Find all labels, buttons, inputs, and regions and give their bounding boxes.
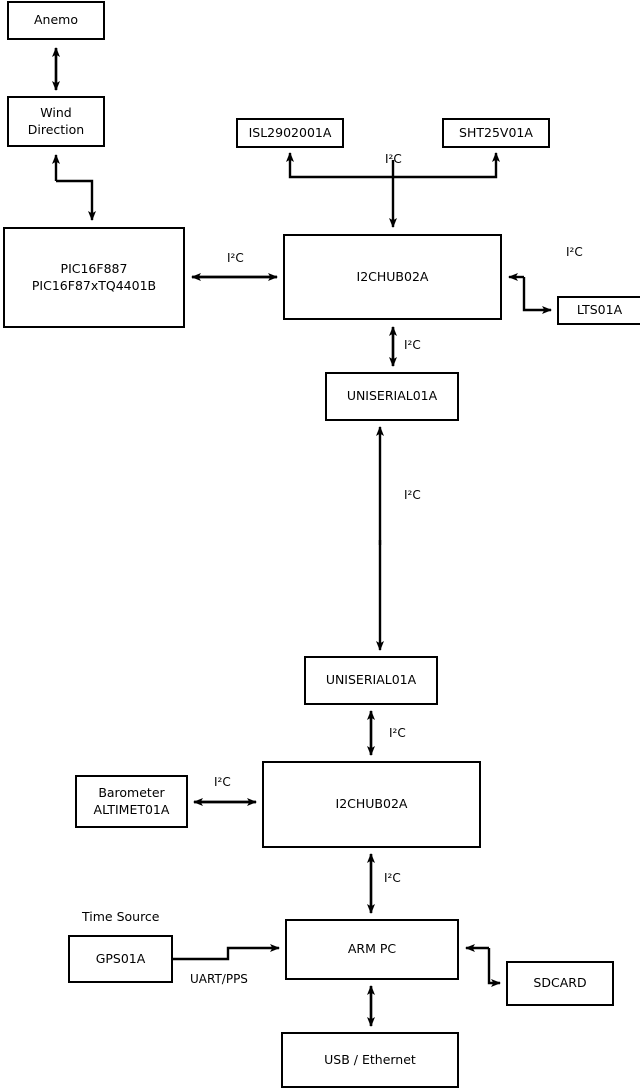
connector-hub-sht: [393, 152, 500, 179]
label-time-source: Time Source: [82, 909, 160, 924]
connector-gps-arm: [173, 944, 280, 961]
node-arm-pc-label: ARM PC: [347, 941, 397, 957]
node-sdcard[interactable]: SDCARD: [506, 961, 614, 1006]
edge-label-hub-arm: I²C: [384, 871, 401, 885]
node-uniserial01a-bottom-label: UNISERIAL01A: [325, 672, 417, 688]
node-uniserial01a-top-label: UNISERIAL01A: [346, 388, 438, 404]
connector-wind-pic: [56, 179, 96, 221]
node-barometer-label: Barometer ALTIMET01A: [93, 784, 170, 817]
node-pic[interactable]: PIC16F887 PIC16F87xTQ4401B: [3, 227, 185, 328]
node-sht25v01a[interactable]: SHT25V01A: [442, 118, 550, 148]
node-anemo[interactable]: Anemo: [7, 1, 105, 40]
node-wind-direction-label: Wind Direction: [27, 104, 85, 137]
edge-label-uniserial-link: I²C: [404, 488, 421, 502]
node-lts01a[interactable]: LTS01A: [557, 296, 640, 325]
edge-label-uniserial-bottom-hub: I²C: [389, 726, 406, 740]
node-lts01a-label: LTS01A: [576, 302, 623, 318]
node-i2chub02a-top-label: I2CHUB02A: [356, 268, 429, 284]
connector-hub-lts: [522, 277, 552, 314]
node-barometer[interactable]: Barometer ALTIMET01A: [75, 775, 188, 828]
node-usb-ethernet-label: USB / Ethernet: [324, 1051, 416, 1067]
edge-label-hub-uniserial-top: I²C: [404, 338, 421, 352]
node-isl2902001a[interactable]: ISL2902001A: [236, 118, 344, 148]
node-gps01a-label: GPS01A: [95, 950, 146, 966]
edge-label-gps-arm: UART/PPS: [190, 972, 248, 986]
node-pic-label: PIC16F887 PIC16F87xTQ4401B: [31, 260, 157, 293]
connector-hub-isl: [286, 152, 393, 179]
edge-label-barometer-hub: I²C: [214, 775, 231, 789]
node-uniserial01a-bottom[interactable]: UNISERIAL01A: [304, 656, 438, 705]
node-arm-pc[interactable]: ARM PC: [285, 919, 459, 980]
edge-label-isl-sht-bus: I²C: [385, 152, 402, 166]
edge-label-hub-lts: I²C: [566, 245, 583, 259]
node-sht25v01a-label: SHT25V01A: [459, 124, 533, 140]
node-uniserial01a-top[interactable]: UNISERIAL01A: [325, 372, 459, 421]
node-usb-ethernet[interactable]: USB / Ethernet: [281, 1032, 459, 1088]
node-i2chub02a-top[interactable]: I2CHUB02A: [283, 234, 502, 320]
node-isl2902001a-label: ISL2902001A: [248, 124, 332, 140]
node-sdcard-label: SDCARD: [533, 975, 587, 991]
node-wind-direction[interactable]: Wind Direction: [7, 96, 105, 147]
connector-arm-sdcard: [487, 948, 501, 987]
node-gps01a[interactable]: GPS01A: [68, 935, 173, 983]
node-i2chub02a-bottom[interactable]: I2CHUB02A: [262, 761, 481, 848]
edge-label-pic-hub: I²C: [227, 251, 244, 265]
node-i2chub02a-bottom-label: I2CHUB02A: [335, 796, 408, 812]
node-anemo-label: Anemo: [34, 12, 78, 28]
